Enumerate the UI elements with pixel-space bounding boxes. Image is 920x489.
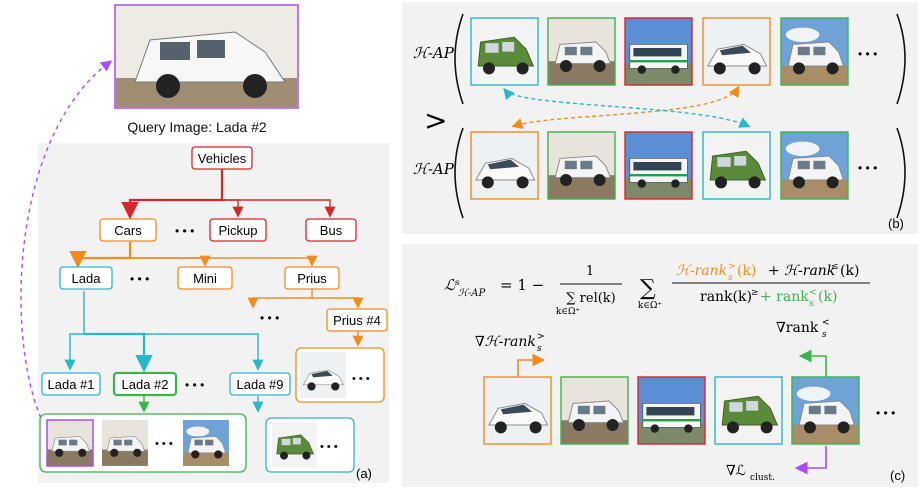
svg-text:k∈Ω⁺: k∈Ω⁺ [638, 301, 663, 311]
svg-text:Prius: Prius [297, 271, 327, 286]
prius-4-image-group: • • • [295, 347, 385, 403]
svg-text:>: > [537, 332, 545, 342]
svg-text:≥: ≥ [751, 288, 759, 298]
row2-ranked-images [470, 131, 849, 200]
panel-c-label: (c) [890, 468, 905, 483]
grad-label-rank: ∇rank < s [776, 318, 830, 340]
svg-text:ℋ-AP: ℋ-AP [458, 288, 485, 299]
tree-node-lada-1[interactable]: Lada #1 [41, 372, 101, 396]
lada-9-image-group: • • • [265, 417, 355, 473]
svg-text:Mini: Mini [193, 271, 217, 286]
grad-arrow-rank [798, 349, 827, 378]
row1-right-paren [896, 13, 906, 105]
grad-label-hrank: ∇ℋ-rank > s [475, 332, 545, 354]
tree-node-cars[interactable]: Cars [99, 218, 157, 242]
panel-a-label: (a) [356, 466, 372, 481]
svg-text:• • •: • • • [320, 441, 338, 453]
tree-edges [64, 168, 364, 413]
svg-text:s: s [822, 330, 827, 340]
svg-text:= 1 −: = 1 − [500, 276, 544, 294]
row1-ellipsis: • • • [858, 47, 877, 61]
svg-text:ℋ-rank: ℋ-rank [676, 263, 727, 279]
svg-text:Cars: Cars [114, 223, 142, 238]
svg-text:(k): (k) [840, 263, 859, 279]
tree-node-bus[interactable]: Bus [305, 218, 357, 242]
svg-text:+ ℋ-rank: + ℋ-rank [768, 263, 835, 279]
svg-text:• • •: • • • [352, 373, 370, 385]
svg-text:• • •: • • • [155, 438, 173, 450]
svg-text:<: < [822, 318, 830, 328]
svg-text:∑ rel(k): ∑ rel(k) [566, 291, 616, 306]
ellipsis-level2: • • • [130, 272, 149, 286]
grad-label-clust: ∇ℒ clust. [726, 463, 775, 483]
svg-text:(k): (k) [737, 263, 756, 279]
svg-text:1: 1 [586, 264, 594, 279]
tree-node-mini[interactable]: Mini [177, 266, 233, 290]
svg-text:s: s [728, 273, 733, 283]
row2-ellipsis: • • • [858, 161, 877, 175]
svg-text:(k): (k) [818, 289, 837, 305]
svg-text:Bus: Bus [320, 223, 343, 238]
svg-text:Pickup: Pickup [218, 223, 257, 238]
panel-c-background [402, 244, 918, 487]
svg-text:Vehicles: Vehicles [198, 151, 247, 166]
ellipsis-level1: • • • [175, 224, 194, 238]
svg-text:>: > [728, 262, 736, 272]
swap-arrow-cyan [503, 87, 751, 128]
grad-arrow-clust [794, 446, 827, 475]
svg-text:∇ℋ-rank: ∇ℋ-rank [475, 334, 536, 350]
svg-text:Lada: Lada [72, 271, 102, 286]
tree-node-lada-2[interactable]: Lada #2 [112, 371, 178, 397]
row2-left-paren [454, 127, 464, 219]
row1-left-paren [454, 13, 464, 105]
svg-text:∇rank: ∇rank [776, 320, 819, 336]
svg-text:Prius #4: Prius #4 [333, 313, 381, 328]
query-link-arrow [20, 60, 113, 433]
svg-text:clust.: clust. [750, 473, 775, 483]
svg-text:Lada #2: Lada #2 [122, 377, 169, 392]
svg-text:+ rank: + rank [760, 289, 809, 305]
ellipsis-lada-leaves: • • • [185, 378, 204, 392]
svg-text:k∈Ω⁺: k∈Ω⁺ [556, 307, 581, 317]
ranked-images-c [483, 376, 860, 445]
svg-text:s: s [537, 344, 542, 354]
svg-text:s: s [809, 299, 814, 309]
svg-text:rank(k): rank(k) [700, 289, 752, 305]
panel-c-ellipsis: • • • [876, 406, 895, 420]
row1-hap-label: ℋ-AP [413, 44, 455, 62]
tree-node-prius-4[interactable]: Prius #4 [326, 308, 388, 332]
svg-text:<: < [809, 288, 817, 298]
loss-formula: ℒˢ ℋ-AP = 1 − 1 ∑ rel(k) k∈Ω⁺ ∑ k∈Ω⁺ ℋ-r… [444, 262, 870, 317]
svg-text:ℒˢ: ℒˢ [444, 276, 460, 294]
tree-node-vehicles[interactable]: Vehicles [191, 146, 253, 170]
grad-arrow-hrank [517, 353, 546, 378]
svg-text:Lada #9: Lada #9 [237, 377, 284, 392]
ellipsis-prius-siblings: • • • [260, 311, 279, 325]
svg-text:Lada #1: Lada #1 [48, 377, 95, 392]
tree-node-pickup[interactable]: Pickup [209, 218, 267, 242]
lada-2-image-group: • • • [39, 413, 247, 473]
tree-node-lada-9[interactable]: Lada #9 [229, 372, 291, 396]
query-image [114, 4, 299, 109]
row2-right-paren [896, 127, 906, 219]
panel-b-label: (b) [888, 216, 904, 231]
svg-text:∑: ∑ [640, 276, 656, 301]
tree-node-lada[interactable]: Lada [59, 266, 113, 290]
row1-ranked-images [470, 17, 849, 86]
tree-node-prius[interactable]: Prius [284, 266, 340, 290]
greater-than-sign: > [424, 104, 447, 137]
row2-hap-label: ℋ-AP [413, 160, 455, 178]
svg-text:∇ℒ: ∇ℒ [726, 463, 746, 479]
query-caption: Query Image: Lada #2 [127, 119, 267, 135]
svg-text:≤: ≤ [831, 262, 839, 272]
